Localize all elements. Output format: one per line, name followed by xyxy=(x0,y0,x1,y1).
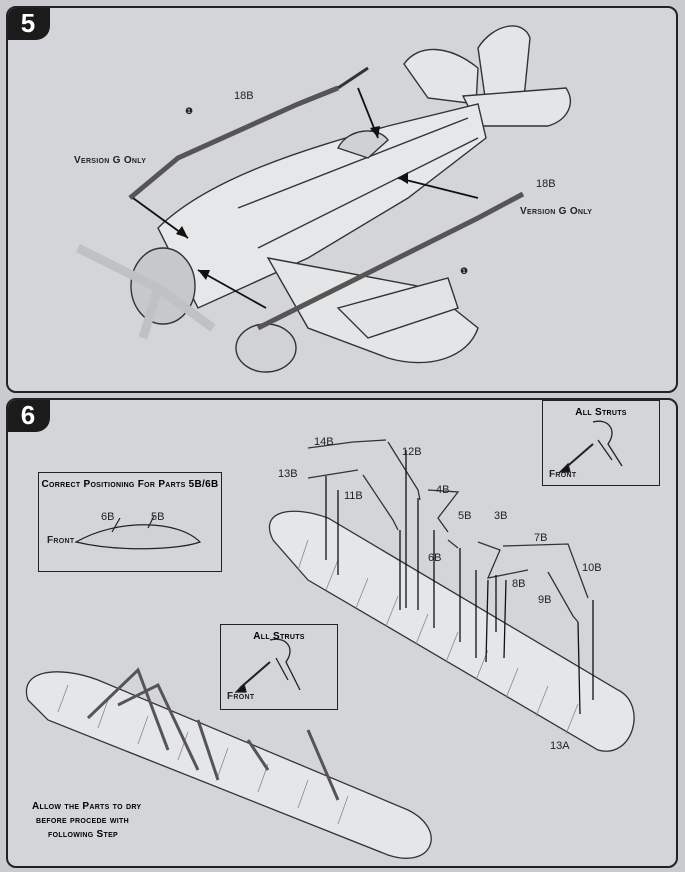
positioning-inset: Correct Positioning For Parts 5B/6B Fron… xyxy=(38,472,222,572)
note-line: before procede with xyxy=(36,815,129,826)
part-label-4b: 4B xyxy=(436,484,450,496)
part-label-13a: 13A xyxy=(550,740,570,752)
callout-marker: ❶ xyxy=(185,106,194,116)
part-label-12b: 12B xyxy=(402,446,422,458)
note-line: Allow the Parts to dry xyxy=(32,801,142,812)
version-note-left: Version G Only xyxy=(74,155,147,166)
all-struts-inset: All Struts Front xyxy=(542,400,660,486)
drying-note: Allow the Parts to dry before procede wi… xyxy=(32,800,141,842)
inset-title: All Struts xyxy=(575,407,627,418)
version-note-right: Version G Only xyxy=(520,206,593,217)
step-5-illustration xyxy=(75,25,571,373)
step-6-illustration xyxy=(25,420,635,859)
all-struts-inset: All Struts Front xyxy=(220,624,338,710)
part-label-9b: 9B xyxy=(538,594,552,606)
front-label: Front xyxy=(227,691,255,702)
part-label-14b: 14B xyxy=(314,436,334,448)
part-label-5b: 5B xyxy=(458,510,472,522)
step-5-panel: 5 18B 18B ❶ ❶ Version G Only Version G O… xyxy=(6,6,678,393)
inset-title: Correct Positioning For Parts 5B/6B xyxy=(41,479,219,490)
front-label: Front xyxy=(47,535,75,546)
part-label-8b: 8B xyxy=(512,578,526,590)
part-label-7b: 7B xyxy=(534,532,548,544)
part-label-18b: 18B xyxy=(234,90,254,102)
part-label-18b: 18B xyxy=(536,178,556,190)
front-label: Front xyxy=(549,469,577,480)
inset-title: All Struts xyxy=(253,631,305,642)
part-label-11b: 11B xyxy=(344,490,363,502)
callout-marker: ❶ xyxy=(460,266,469,276)
note-line: following Step xyxy=(48,829,119,840)
part-label-13b: 13B xyxy=(278,468,298,480)
part-label-5b: 5B xyxy=(151,511,165,523)
step-number: 5 xyxy=(8,8,50,40)
step-6-panel: 6 Correct Positioning For Parts 5B/6B Fr… xyxy=(6,398,678,868)
part-label-3b: 3B xyxy=(494,510,508,522)
step-number: 6 xyxy=(8,400,50,432)
part-label-10b: 10B xyxy=(582,562,602,574)
part-label-6b: 6B xyxy=(101,511,115,523)
part-label-6b: 6B xyxy=(428,552,442,564)
